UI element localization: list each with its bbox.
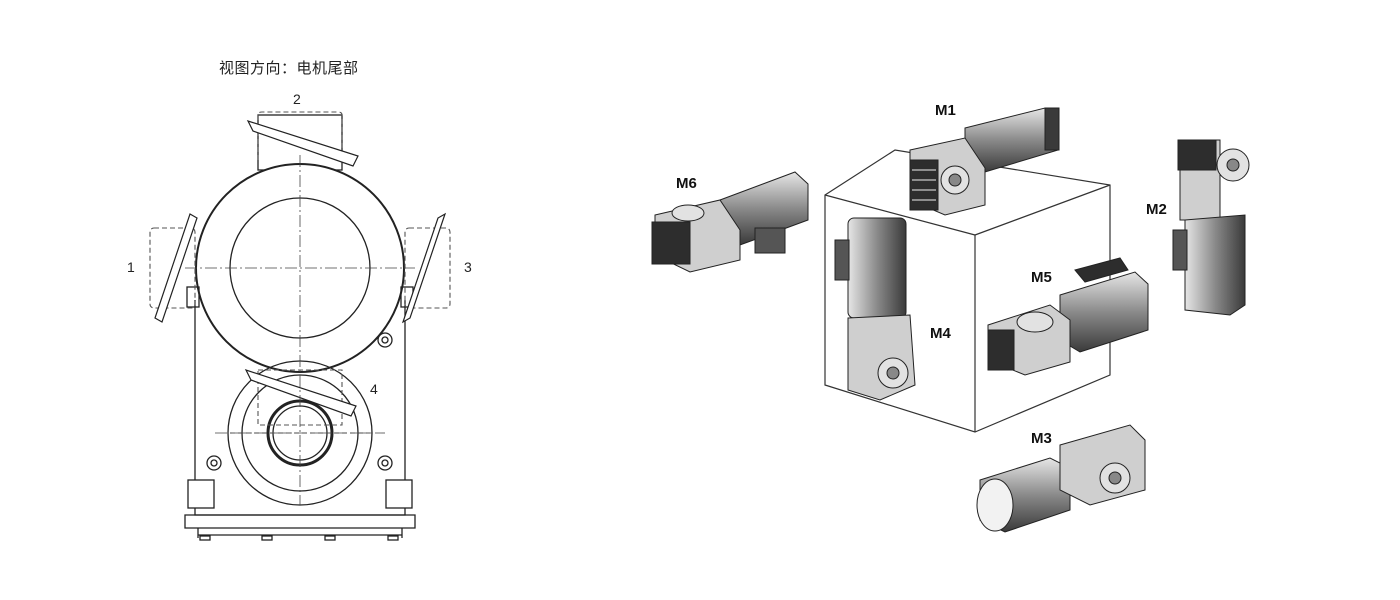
motor-end-view-drawing: 2 1 3 4 (127, 91, 472, 541)
gearmotor-m4 (834, 217, 916, 401)
mounting-label-m2: M2 (1146, 201, 1167, 218)
reference-cube (824, 149, 1111, 433)
position-labels: 2 1 3 4 (127, 91, 472, 397)
gearmotor-m2 (1172, 139, 1250, 316)
gearmotor-m3 (976, 424, 1146, 533)
gearmotor-m6 (651, 171, 809, 273)
mounting-label-m1: M1 (935, 102, 956, 119)
position-label-3: 3 (464, 259, 472, 275)
gearmotor-m1 (909, 107, 1060, 216)
mounting-label-m6: M6 (676, 175, 697, 192)
mounting-cube-illustration: M1 M2 M3 M4 M5 M6 (651, 102, 1250, 533)
gearmotor-m5 (987, 257, 1149, 376)
position-label-2: 2 (293, 91, 301, 107)
position-label-4: 4 (370, 381, 378, 397)
mounting-label-m4: M4 (930, 325, 951, 342)
mounting-label-m5: M5 (1031, 269, 1052, 286)
mounting-label-m3: M3 (1031, 430, 1052, 447)
mounting-positions-diagram: M1 M2 M3 M4 M5 M6 (560, 0, 1400, 600)
position-label-1: 1 (127, 259, 135, 275)
mounting-labels: M1 M2 M3 M4 M5 M6 (676, 102, 1167, 447)
view-direction-title: 视图方向：电机尾部 (219, 59, 359, 77)
terminal-box-position-drawing: 视图方向：电机尾部 (0, 0, 560, 600)
